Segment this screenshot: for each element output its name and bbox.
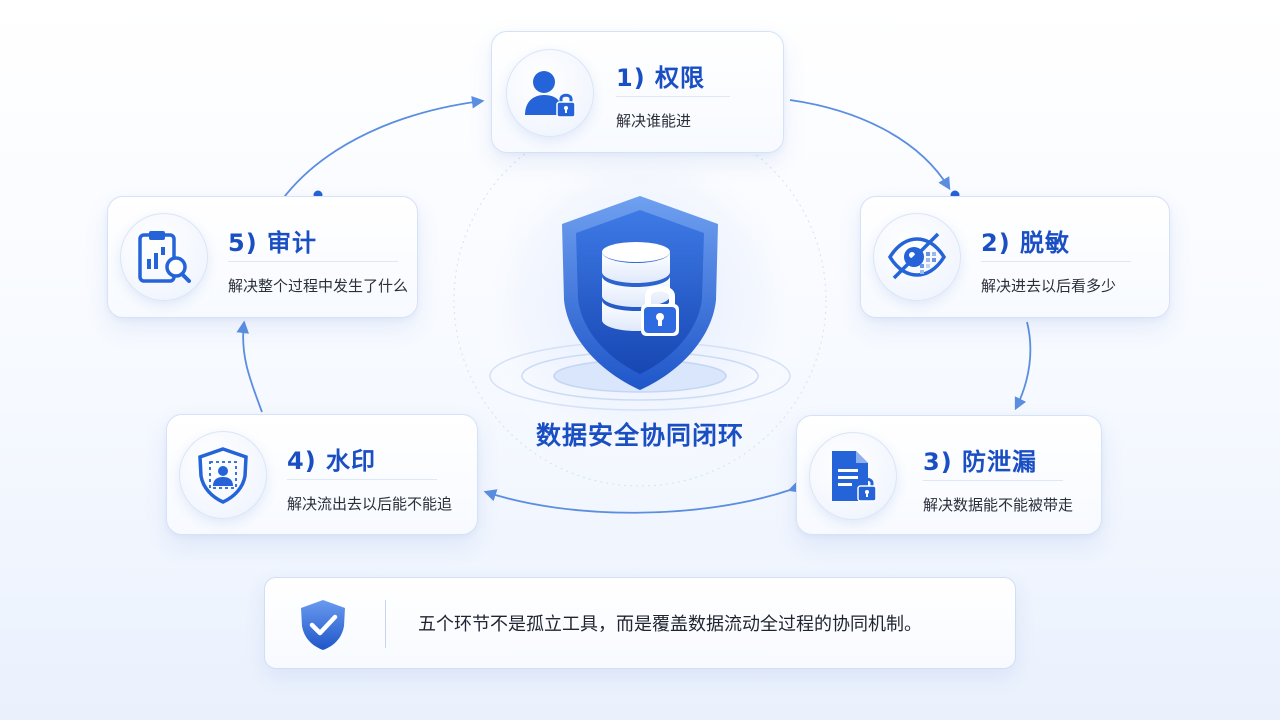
step-icon-wrap xyxy=(809,432,897,520)
arrow-watermark-to-audit xyxy=(236,320,263,413)
summary-text: 五个环节不是孤立工具，而是覆盖数据流动全过程的协同机制。 xyxy=(418,614,922,635)
divider xyxy=(228,261,398,262)
center-title: 数据安全协同闭环 xyxy=(535,421,744,450)
arrow-desensitize-to-dlp xyxy=(1014,321,1032,411)
step-desc: 解决进去以后看多少 xyxy=(981,277,1117,295)
clipboard-search-icon xyxy=(138,231,191,283)
step-desc: 解决数据能不能被带走 xyxy=(923,496,1074,514)
summary-note: 五个环节不是孤立工具，而是覆盖数据流动全过程的协同机制。 xyxy=(264,577,1016,669)
step-desc: 解决谁能进 xyxy=(616,112,692,130)
step-card-dlp[interactable]: 3) 防泄漏 解决数据能不能被带走 xyxy=(796,415,1102,535)
step-desc: 解决整个过程中发生了什么 xyxy=(228,277,409,295)
step-icon-wrap xyxy=(179,431,267,519)
step-card-audit[interactable]: 5) 审计 解决整个过程中发生了什么 xyxy=(107,196,418,318)
step-title: 2) 脱敏 xyxy=(981,229,1071,257)
document-lock-icon xyxy=(832,451,877,502)
step-card-watermark[interactable]: 4) 水印 解决流出去以后能不能追 xyxy=(166,414,478,535)
arrow-permission-to-desensitize xyxy=(789,99,951,191)
step-card-desensitize[interactable]: 2) 脱敏 解决进去以后看多少 xyxy=(860,196,1170,318)
user-lock-icon xyxy=(525,71,576,118)
step-title: 5) 审计 xyxy=(228,229,318,257)
shield-check-icon xyxy=(301,600,345,650)
step-desc: 解决流出去以后能不能追 xyxy=(287,495,453,513)
step-title: 4) 水印 xyxy=(287,447,377,475)
eye-mask-icon xyxy=(887,232,947,280)
step-icon-wrap xyxy=(120,213,208,301)
step-icon-wrap xyxy=(873,213,961,301)
divider xyxy=(616,96,730,97)
step-title: 3) 防泄漏 xyxy=(923,448,1038,476)
shield-user-icon xyxy=(198,447,248,504)
shield-database-lock-icon xyxy=(562,196,718,390)
note-divider xyxy=(385,600,386,648)
arrow-dlp-watermark xyxy=(483,480,802,514)
step-card-permission[interactable]: 1) 权限 解决谁能进 xyxy=(491,31,784,153)
step-icon-wrap xyxy=(506,49,594,137)
divider xyxy=(923,480,1063,481)
divider xyxy=(981,261,1131,262)
divider xyxy=(287,479,437,480)
step-title: 1) 权限 xyxy=(616,64,706,92)
